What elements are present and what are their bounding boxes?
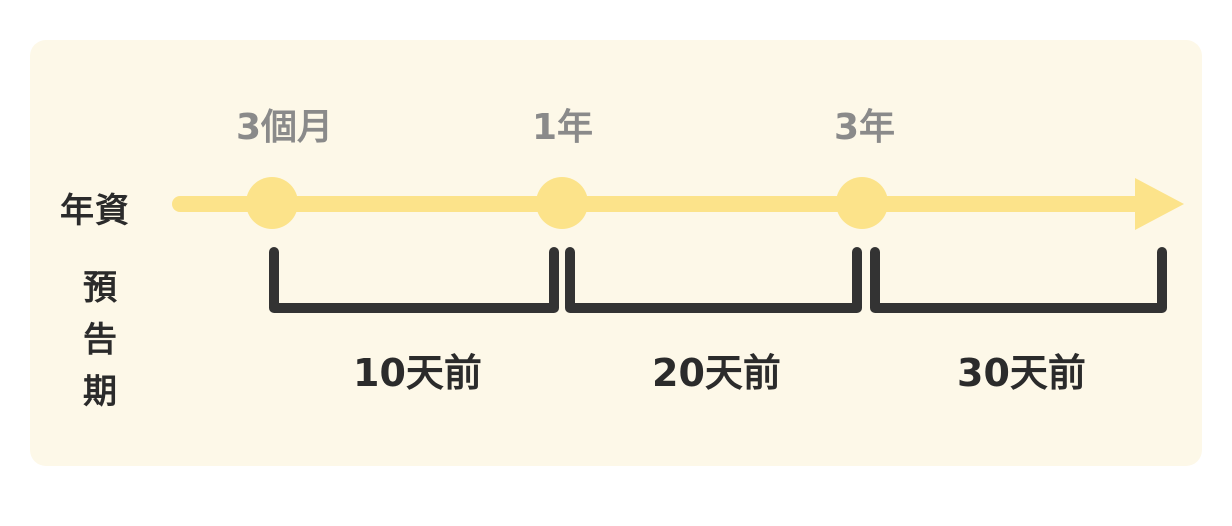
milestone-dot-3-years bbox=[836, 177, 888, 229]
tenure-axis-label: 年資 bbox=[60, 191, 130, 231]
milestone-dot-1-year bbox=[536, 177, 588, 229]
notice-bracket-2 bbox=[565, 247, 862, 313]
diagram-panel bbox=[30, 40, 1202, 466]
milestone-label-3-years: 3年 bbox=[834, 107, 896, 148]
notice-period-label-10-days: 10天前 bbox=[353, 351, 482, 395]
notice-bracket-1 bbox=[269, 247, 559, 313]
milestone-label-3-months: 3個月 bbox=[236, 107, 334, 148]
notice-period-axis-label: 預告期 bbox=[83, 268, 117, 412]
notice-period-label-30-days: 30天前 bbox=[957, 351, 1086, 395]
milestone-dot-3-months bbox=[246, 177, 298, 229]
notice-period-label-20-days: 20天前 bbox=[652, 351, 781, 395]
milestone-label-1-year: 1年 bbox=[532, 107, 594, 148]
notice-bracket-3 bbox=[870, 247, 1167, 313]
timeline-arrowhead bbox=[1135, 178, 1184, 230]
